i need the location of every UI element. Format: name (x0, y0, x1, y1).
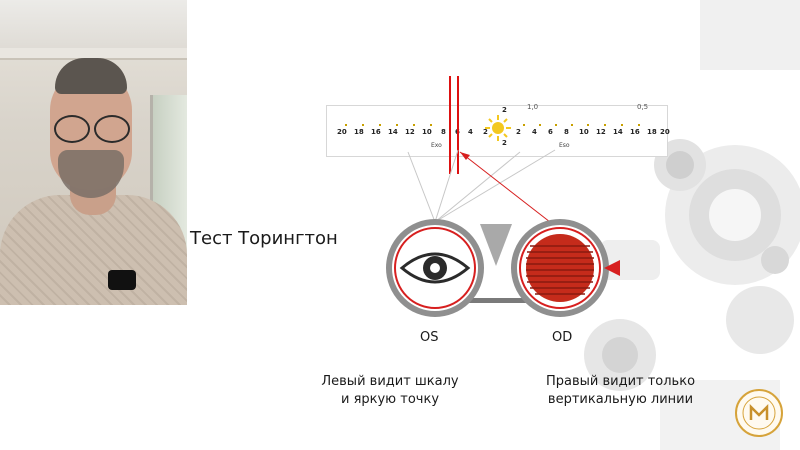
scale-right-number: 20 (660, 128, 670, 136)
logo-seal-icon (735, 389, 783, 437)
od-label: OD (552, 330, 573, 345)
scale-left-number: 12 (405, 128, 415, 136)
scale-left-number: 20 (337, 128, 347, 136)
scale-left-number: 4 (468, 128, 473, 136)
webcam-hair (55, 58, 127, 94)
presenter-webcam (0, 0, 187, 305)
scale-right-number: 18 (647, 128, 657, 136)
maddox-rod-lens-icon (511, 219, 609, 317)
os-label: OS (420, 330, 439, 345)
scale-left-number: 2 (483, 128, 488, 136)
scale-right-number: 6 (548, 128, 553, 136)
scale-left-number: 16 (371, 128, 381, 136)
scale-right-number: 2 (516, 128, 521, 136)
prism-triangle-icon (480, 224, 512, 266)
scale-right-number: 16 (630, 128, 640, 136)
red-vertical-line (449, 76, 459, 174)
left-caption-line1: Левый видит шкалу (321, 374, 459, 389)
scale-top-mark: 2 (502, 106, 507, 114)
phoropter-background-image (560, 0, 800, 450)
zone-exo-label: Exo (431, 142, 442, 149)
red-arrow-marker-icon (604, 260, 620, 276)
scale-left-number: 10 (422, 128, 432, 136)
test-diagram (386, 149, 620, 317)
right-caption-line1: Правый видит только (545, 374, 696, 389)
left-caption: Левый видит шкалу и яркую точку (310, 373, 470, 409)
scale-bottom-mark: 2 (502, 139, 507, 147)
scale-left-number: 8 (441, 128, 446, 136)
scale-right-number: 12 (596, 128, 606, 136)
scale-top-right-a: 1,0 (527, 103, 539, 111)
eye-lens-os (386, 219, 484, 317)
slide-title: Тест Торингтон (190, 228, 338, 249)
webcam-glasses (50, 115, 132, 143)
scale-top-right-b: 0,5 (637, 103, 649, 111)
right-caption: Правый видит только вертикальную линии (528, 373, 713, 409)
scale-left-number: 14 (388, 128, 398, 136)
scale-right-number: 4 (532, 128, 537, 136)
scale-left-number: 18 (354, 128, 364, 136)
scale-right-number: 14 (613, 128, 623, 136)
light-spot-icon (485, 115, 511, 141)
right-caption-line2: вертикальную линии (547, 392, 694, 407)
lapel-mic-icon (108, 270, 136, 290)
left-caption-line2: и яркую точку (340, 392, 440, 407)
scale-right-number: 8 (564, 128, 569, 136)
scale-right-number: 10 (579, 128, 589, 136)
zone-eso-label: Eso (559, 142, 570, 149)
